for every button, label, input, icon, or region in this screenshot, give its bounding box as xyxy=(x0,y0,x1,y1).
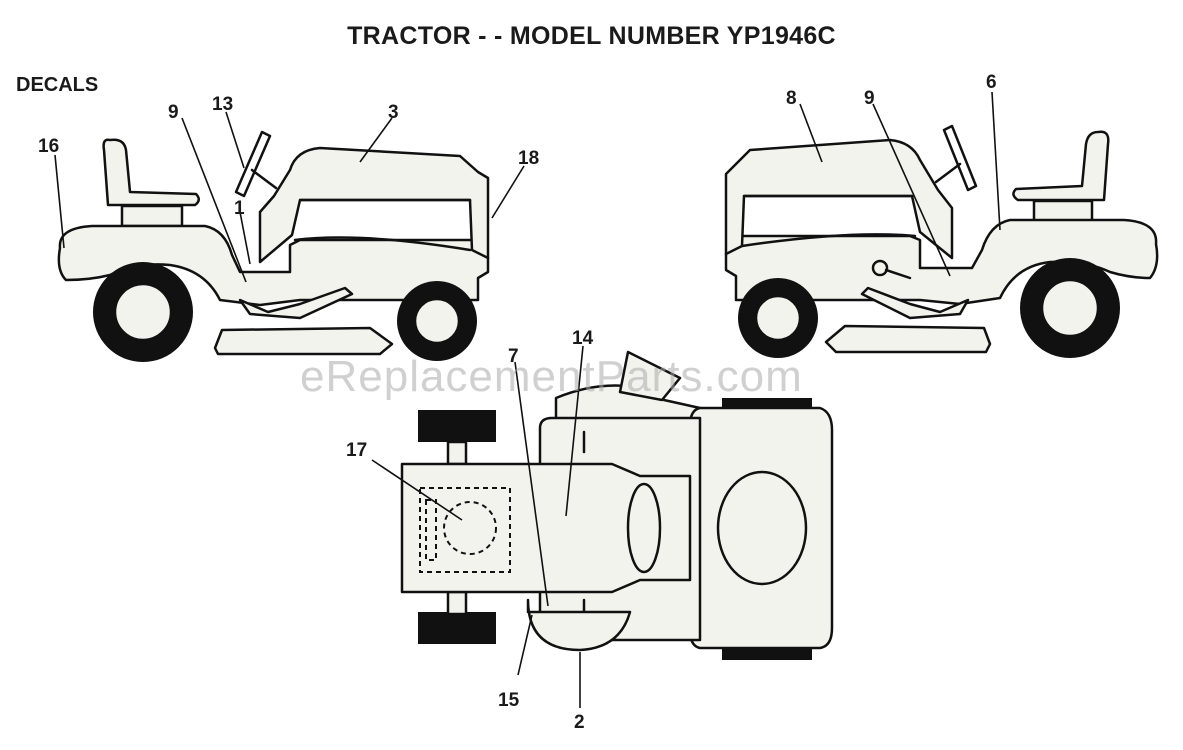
mower-deck-right xyxy=(824,324,992,354)
callout-17: 17 xyxy=(346,440,367,461)
callout-7: 7 xyxy=(508,346,519,367)
steering-wheel-left xyxy=(234,130,272,198)
steering-wheel-right xyxy=(942,124,978,192)
callout-9-left: 9 xyxy=(168,102,179,123)
rear-tire-top-lower xyxy=(722,648,812,660)
callout-2: 2 xyxy=(574,712,585,733)
callout-13: 13 xyxy=(212,94,233,115)
callout-8: 8 xyxy=(786,88,797,109)
callout-6: 6 xyxy=(986,72,997,93)
seat-base-left xyxy=(120,204,184,228)
hood-left xyxy=(258,146,490,264)
watermark: eReplacementParts.com xyxy=(300,352,803,401)
seat-left xyxy=(102,138,200,207)
steering-column-top xyxy=(618,350,682,402)
leader-lines xyxy=(54,91,1001,708)
body-right xyxy=(724,218,1159,306)
lift-lever-knob xyxy=(871,259,889,277)
hood-decal-outline xyxy=(419,487,511,573)
body-left xyxy=(57,224,490,307)
front-tire-top-upper xyxy=(418,410,496,442)
seat-base-right xyxy=(1032,199,1094,223)
callout-1: 1 xyxy=(234,198,245,219)
callout-3: 3 xyxy=(388,102,399,123)
callout-18: 18 xyxy=(518,148,539,169)
callout-9-right: 9 xyxy=(864,88,875,109)
seat-top xyxy=(716,470,808,586)
footrest-left xyxy=(238,286,354,320)
section-label-decals: DECALS xyxy=(16,74,99,96)
callout-16: 16 xyxy=(38,136,59,157)
dash-panel-top xyxy=(626,482,662,574)
deck-edge-top xyxy=(526,598,632,652)
mower-deck-left xyxy=(213,326,394,356)
hood-right xyxy=(724,138,954,260)
seat-right xyxy=(1012,130,1110,202)
callout-labels: 16 9 13 1 3 18 8 9 6 14 7 17 15 2 xyxy=(38,72,997,733)
front-tire-top-lower xyxy=(418,612,496,644)
callout-14: 14 xyxy=(572,328,594,349)
page-title: TRACTOR - - MODEL NUMBER YP1946C xyxy=(347,22,836,50)
footrest-right xyxy=(860,286,970,320)
callout-15: 15 xyxy=(498,690,520,711)
fuel-cap-outline xyxy=(443,501,497,555)
tractor-right-side-view xyxy=(724,124,1159,358)
hood-top xyxy=(400,462,692,594)
tractor-left-side-view xyxy=(57,130,490,362)
tractor-top-view xyxy=(400,350,834,660)
